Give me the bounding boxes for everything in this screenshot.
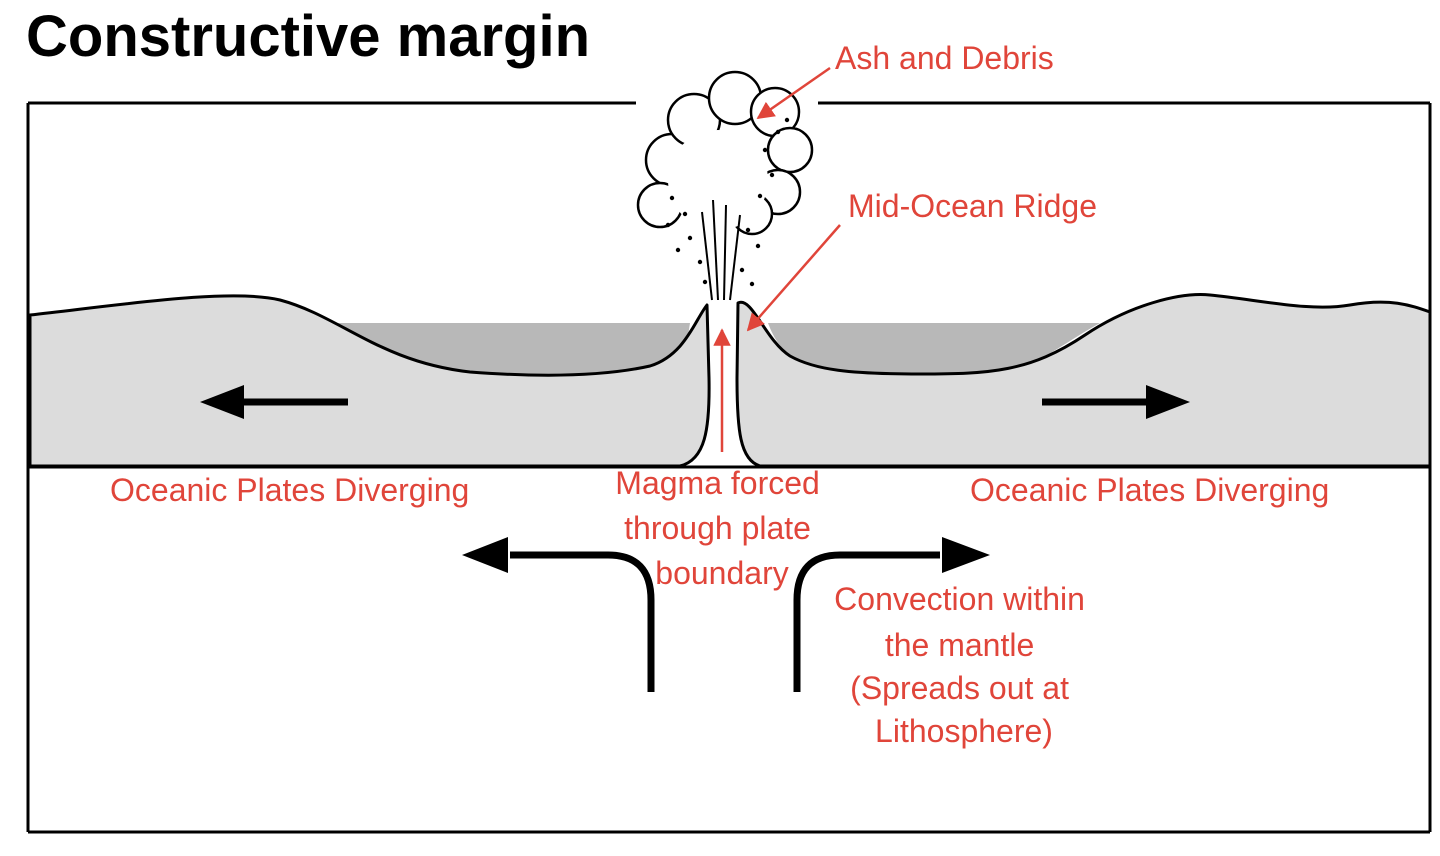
convection-arrow-left (462, 537, 655, 692)
ash-debris-pointer (756, 66, 831, 120)
oceanic-plate-left (28, 294, 711, 468)
mid-ocean-ridge-label: Mid-Ocean Ridge (848, 188, 1097, 224)
diagram-title: Constructive margin (26, 4, 590, 69)
eruption-cloud (636, 70, 814, 236)
plate-arrow-left (200, 385, 348, 419)
magma-label: Magma forced through plate boundary (615, 465, 828, 591)
ash-debris-label: Ash and Debris (835, 40, 1054, 76)
convection-label: Convection within the mantle (Spreads ou… (834, 581, 1094, 749)
plates-diverging-right-label: Oceanic Plates Diverging (970, 472, 1329, 508)
eruption-column (701, 199, 741, 301)
convection-arrow-right (793, 537, 990, 692)
plate-arrow-right (1042, 385, 1190, 419)
ash-particles (665, 117, 790, 287)
ocean-water-right (768, 323, 1100, 376)
ridge-pointer (746, 224, 841, 332)
plates-diverging-left-label: Oceanic Plates Diverging (110, 472, 469, 508)
oceanic-plate-right (735, 293, 1432, 468)
